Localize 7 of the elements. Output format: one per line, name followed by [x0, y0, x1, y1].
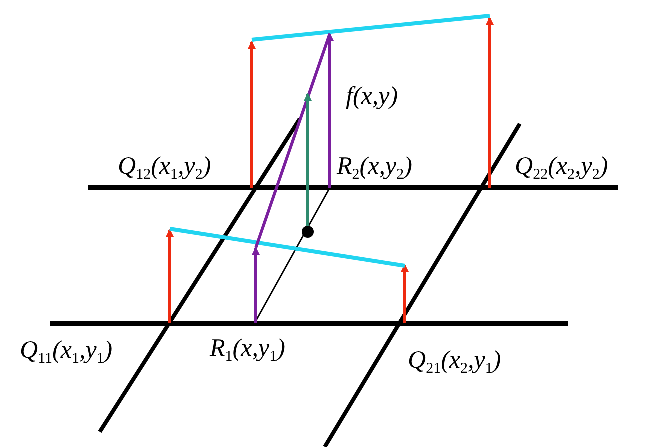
point-label: Q$_{22}$(x$_{2}$,y$_{2}$): [515, 154, 608, 179]
point-label: Q$_{12}$(x$_{1}$,y$_{2}$): [118, 154, 212, 179]
point-label: Q$_{21}$(x$_{2}$,y$_{1}$): [408, 348, 502, 373]
point-label: R$_{2}$(x,y$_{2}$): [337, 154, 412, 179]
function-label: f(x,y): [346, 84, 398, 109]
point-label: Q$_{11}$(x$_{1}$,y$_{1}$): [20, 338, 113, 363]
point-label: R$_{1}$(x,y$_{1}$): [210, 336, 286, 361]
